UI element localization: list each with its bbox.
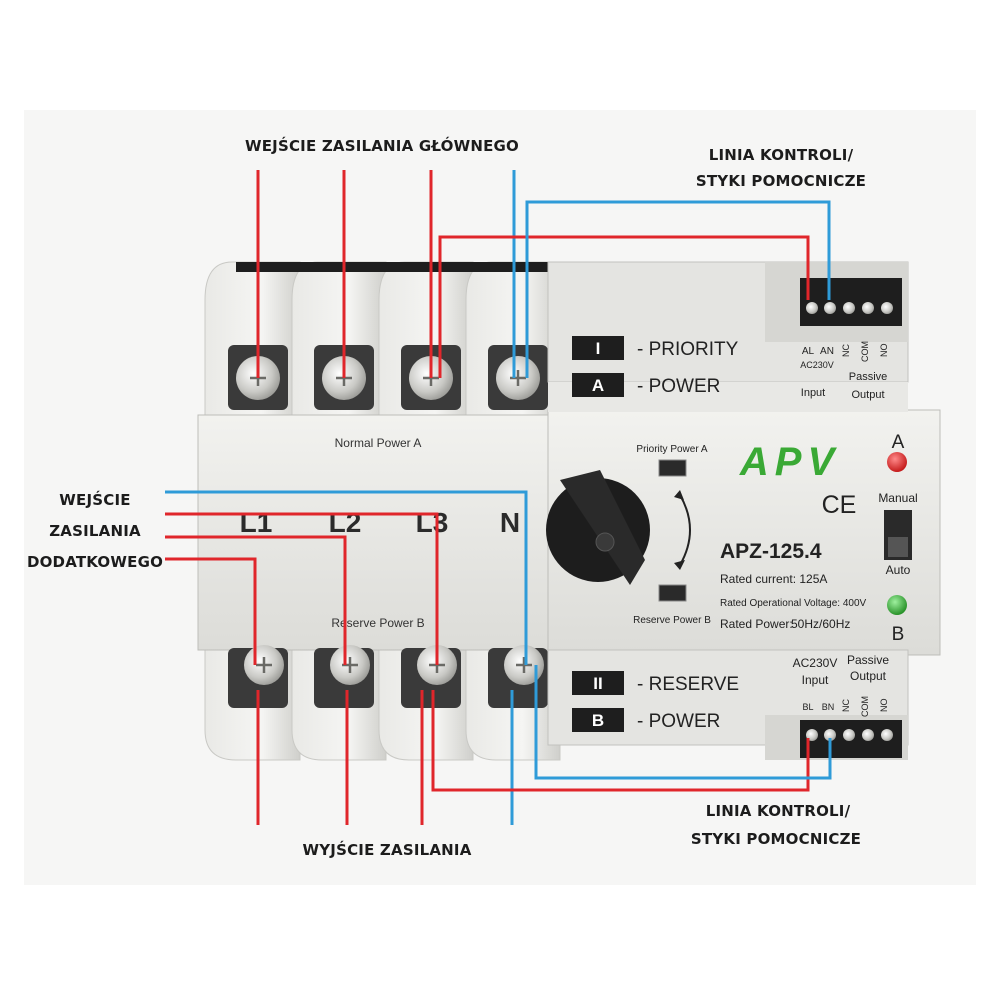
top-com-label: COM: [860, 341, 870, 362]
wire-control-bottom-red: [431, 690, 810, 792]
reserve-power-label: Reserve Power B: [331, 616, 424, 630]
mode-switch-slider: [888, 537, 908, 557]
rotary-handle[interactable]: [546, 470, 650, 585]
tag-power-b-text: - POWER: [637, 711, 720, 732]
callout-control-bottom-line2: STYKI POMOCNICZE: [691, 830, 861, 848]
tag-power-b-key-box: [572, 708, 624, 732]
phase-label-l3: L3: [416, 507, 449, 538]
tag-priority-text: - PRIORITY: [637, 339, 739, 360]
tag-power-a-text: - POWER: [637, 376, 720, 397]
indicator-b-label: B: [892, 624, 905, 645]
bottom-com-label: COM: [860, 696, 870, 717]
tag-power-a-key-box: [572, 373, 624, 397]
model-name: APZ-125.4: [720, 540, 822, 563]
wire-control-top-blue: [525, 200, 831, 378]
wire-reserve-l2: [165, 535, 347, 665]
bottom-terminals: [228, 645, 548, 708]
callout-control-top-line2: STYKI POMOCNICZE: [696, 172, 866, 190]
callout-main-input: WEJŚCIE ZASILANIA GŁÓWNEGO: [245, 136, 519, 155]
rated-power: Rated Power:: [720, 617, 793, 631]
phase-label-n: N: [500, 507, 520, 538]
reserve-power-window-label: Reserve Power B: [633, 615, 711, 626]
mode-manual-label: Manual: [878, 491, 917, 505]
bottom-output-label: Output: [850, 669, 887, 683]
wire-reserve-l3: [165, 557, 257, 665]
bottom-no-label: NO: [879, 699, 889, 713]
callout-reserve-input-line3: DODATKOWEGO: [27, 553, 163, 571]
ce-mark: CE: [822, 491, 857, 519]
terminal-al-label: AL: [802, 346, 815, 357]
indicator-a-label: A: [892, 432, 905, 453]
tag-reserve-key-box: [572, 671, 624, 695]
terminal-an-label: AN: [820, 346, 834, 357]
terminal-bl-label: BL: [802, 702, 813, 712]
bottom-nc-label: NC: [841, 699, 851, 712]
wire-reserve-l1: [165, 512, 439, 665]
top-output-label: Output: [851, 389, 884, 401]
priority-power-window-label: Priority Power A: [636, 444, 707, 455]
bottom-aux-terminal-block: [800, 720, 902, 758]
wire-control-bottom-blue: [534, 665, 832, 780]
indicator-b-led-icon: [887, 595, 907, 615]
top-aux-terminal-block: [800, 278, 902, 326]
apv-logo: APV: [739, 440, 840, 484]
callout-control-top-line1: LINIA KONTROLI/: [709, 146, 854, 164]
top-passive-label: Passive: [849, 371, 888, 383]
wiring: [165, 170, 832, 825]
bottom-passive-label: Passive: [847, 653, 889, 667]
tag-power-b-key: B: [592, 711, 604, 730]
top-no-label: NO: [879, 344, 889, 358]
top-nc-label: NC: [841, 344, 851, 357]
top-input-label: Input: [801, 387, 825, 399]
indicator-a-led-icon: [887, 452, 907, 472]
device: Normal Power A Reserve Power B L1 L2 L3 …: [197, 261, 941, 761]
tag-priority-key: I: [596, 339, 601, 358]
callout-reserve-input-line2: ZASILANIA: [49, 522, 141, 540]
priority-window: [658, 459, 687, 477]
frequency: 50Hz/60Hz: [791, 617, 850, 631]
phase-label-l2: L2: [329, 507, 362, 538]
rated-current: Rated current: 125A: [720, 572, 827, 586]
tag-priority-key-box: [572, 336, 624, 360]
phase-label-l1: L1: [240, 507, 273, 538]
bottom-voltage-label: AC230V: [793, 656, 838, 670]
top-voltage-label: AC230V: [800, 360, 834, 370]
tag-power-a-key: A: [592, 376, 604, 395]
wire-control-top-red: [438, 235, 810, 378]
callout-reserve-input-line1: WEJŚCIE: [59, 490, 130, 509]
normal-power-label: Normal Power A: [335, 436, 422, 450]
wire-reserve-n: [165, 490, 528, 665]
bottom-input-label: Input: [802, 673, 829, 687]
mode-auto-label: Auto: [886, 563, 911, 577]
terminal-bn-label: BN: [822, 702, 835, 712]
callout-control-bottom-line1: LINIA KONTROLI/: [706, 802, 851, 820]
rated-voltage: Rated Operational Voltage: 400V: [720, 598, 867, 609]
rotation-arrow-icon: [679, 494, 691, 566]
callout-output: WYJŚCIE ZASILANIA: [302, 840, 471, 859]
tag-reserve-text: - RESERVE: [637, 674, 739, 695]
tag-reserve-key: II: [593, 674, 602, 693]
reserve-window: [658, 584, 687, 602]
